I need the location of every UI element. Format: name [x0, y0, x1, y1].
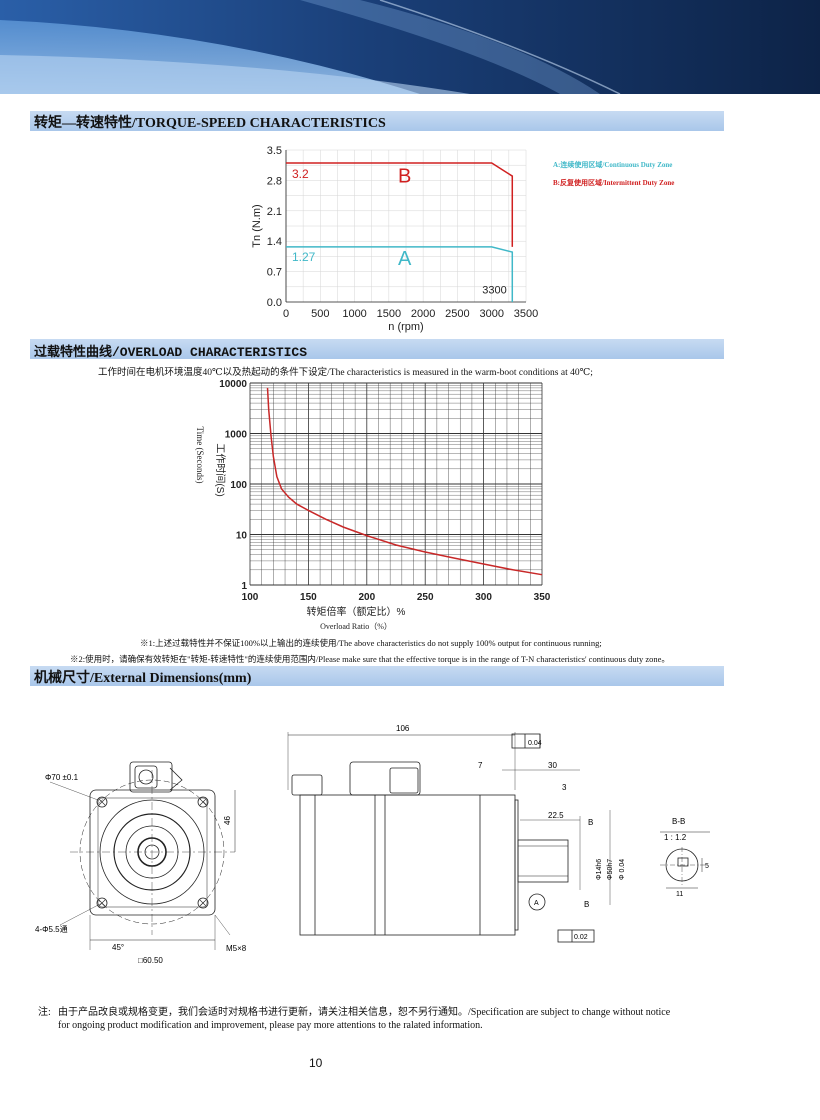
x-tick-label: 3000 — [479, 308, 503, 320]
dim-30: 30 — [548, 761, 557, 770]
series-value-label: 3.2 — [292, 167, 309, 181]
dim-square: □60.50 — [138, 956, 163, 965]
section-bar-dimensions: 机械尺寸/External Dimensions(mm) — [30, 666, 724, 686]
y-axis-label-en: Time (Seconds) — [195, 427, 205, 484]
overload-curve — [266, 387, 543, 576]
x-tick-label: 500 — [311, 308, 329, 320]
overload-condition-text: 工作时间在电机环境温度40℃以及热起动的条件下设定/The characteri… — [98, 368, 593, 378]
dim-holes: 4-Φ5.5通 — [35, 924, 68, 934]
y-axis-label: Tn (N.m) — [251, 204, 263, 247]
y-axis-label: 工作时间(S) — [214, 443, 227, 496]
footer-line-2: for ongoing product modification and imp… — [58, 1020, 483, 1031]
x-tick-label: 200 — [358, 592, 375, 603]
y-tick-label: 0.7 — [267, 267, 282, 279]
dim-3: 3 — [562, 783, 567, 792]
banner-graphic — [0, 0, 820, 94]
motor-body — [299, 794, 516, 936]
x-tick-label: 3500 — [514, 308, 538, 320]
dim-5: 5 — [705, 863, 709, 870]
mount-hole-icon — [96, 796, 108, 808]
header-banner — [0, 0, 820, 94]
y-tick-label: 1 — [241, 581, 247, 592]
y-tick-label: 100 — [230, 480, 247, 491]
dim-pilot-dia: Φ50h7 — [607, 859, 614, 880]
x-tick-label: 2000 — [411, 308, 435, 320]
side-view-drawing: 106 7 30 3 22.5 B B Φ14h6 Φ50h7 Φ 0.04 0… — [287, 724, 626, 943]
dim-perp-tol: 0.04 — [528, 740, 542, 747]
motor-shaft — [517, 839, 569, 883]
dim-shaft-dia: Φ14h6 — [596, 859, 603, 880]
section-scale: 1 : 1.2 — [664, 833, 687, 842]
series-line-a — [286, 246, 514, 302]
x-axis-label-en: Overload Ratio（%） — [320, 622, 392, 631]
mount-hole-icon — [96, 897, 108, 909]
annotation-3300: 3300 — [482, 285, 506, 297]
zone-label-b: B — [398, 166, 411, 188]
dim-flange-dia: Φ70 ±0.1 — [45, 773, 79, 782]
series-line-b — [286, 162, 514, 247]
section-bar-overload: 过载特性曲线/OVERLOAD CHARACTERISTICS — [30, 339, 724, 360]
overload-chart: 1 10 100 1000 10000 100 150 200 250 300 350 转矩倍率（额定… — [195, 379, 551, 631]
dim-106: 106 — [396, 724, 410, 733]
x-tick-label: 2500 — [445, 308, 469, 320]
overload-note-2: ※2:使用时，请确保有效转矩在"转矩-转速特性"的连续使用范围内/Please … — [70, 654, 670, 664]
section-mark-top: B — [588, 818, 593, 827]
flange-square — [89, 789, 216, 916]
y-tick-label: 2.1 — [267, 206, 282, 218]
section-title-torque: 转矩—转速特性/TORQUE-SPEED CHARACTERISTICS — [34, 116, 386, 131]
mount-hole-icon — [197, 796, 209, 808]
x-axis-label: 转矩倍率（额定比）% — [307, 605, 406, 618]
y-tick-label: 10 — [236, 531, 248, 542]
dim-angle: 45° — [112, 943, 124, 952]
y-tick-label: 0.0 — [267, 297, 282, 309]
section-bar-torque: 转矩—转速特性/TORQUE-SPEED CHARACTERISTICS — [30, 111, 724, 131]
x-tick-label: 0 — [283, 308, 289, 320]
dim-runout: Φ 0.04 — [619, 859, 626, 880]
dim-flat-tol: 0.02 — [574, 934, 588, 941]
dim-11: 11 — [676, 891, 683, 898]
torque-speed-chart: 0.0 0.7 1.4 2.1 2.8 3.5 0 500 1000 1500 2000 2500 30… — [251, 145, 538, 333]
section-title-overload: 过载特性曲线/OVERLOAD CHARACTERISTICS — [34, 345, 308, 360]
x-tick-label: 350 — [534, 592, 551, 603]
x-tick-label: 1000 — [342, 308, 366, 320]
section-title-bb: B-B — [672, 817, 685, 826]
legend-zone-b: B:反复使用区域/Intermittent Duty Zone — [553, 179, 675, 187]
x-tick-label: 100 — [242, 592, 259, 603]
footer-line-1: 由于产品改良或规格变更，我们会适时对规格书进行更新，请关注相关信息，恕不另行通知… — [58, 1007, 671, 1018]
y-tick-label: 2.8 — [267, 175, 282, 187]
dim-thread: M5×8 — [226, 944, 247, 953]
section-mark-bottom: B — [584, 900, 589, 909]
x-tick-label: 250 — [417, 592, 434, 603]
dim-22-5: 22.5 — [548, 811, 564, 820]
x-tick-label: 1500 — [377, 308, 401, 320]
overload-note-1: ※1:上述过载特性并不保证100%以上输出的连续使用/The above cha… — [140, 638, 602, 648]
datum-a: A — [534, 900, 539, 907]
section-title-dimensions: 机械尺寸/External Dimensions(mm) — [34, 671, 252, 686]
footer-label: 注: — [38, 1007, 51, 1018]
mount-hole-icon — [197, 897, 209, 909]
zone-label-a: A — [398, 248, 412, 270]
y-tick-label: 1000 — [225, 430, 248, 441]
x-tick-label: 150 — [300, 592, 317, 603]
series-value-label: 1.27 — [292, 250, 316, 264]
x-tick-label: 300 — [475, 592, 492, 603]
front-view-drawing: Φ70 ±0.1 46 4-Φ5.5通 45° M5×8 □60.50 — [35, 761, 247, 965]
dim-46: 46 — [223, 816, 232, 825]
y-tick-label: 10000 — [219, 379, 247, 390]
x-axis-label: n (rpm) — [388, 321, 423, 333]
legend-zone-a: A:连续使用区域/Continuous Duty Zone — [553, 161, 673, 169]
page-number: 10 — [309, 1056, 323, 1070]
y-tick-label: 1.4 — [267, 236, 282, 248]
dim-7: 7 — [478, 761, 483, 770]
section-bb-drawing: B-B 1 : 1.2 5 11 — [660, 817, 710, 898]
y-tick-label: 3.5 — [267, 145, 282, 157]
